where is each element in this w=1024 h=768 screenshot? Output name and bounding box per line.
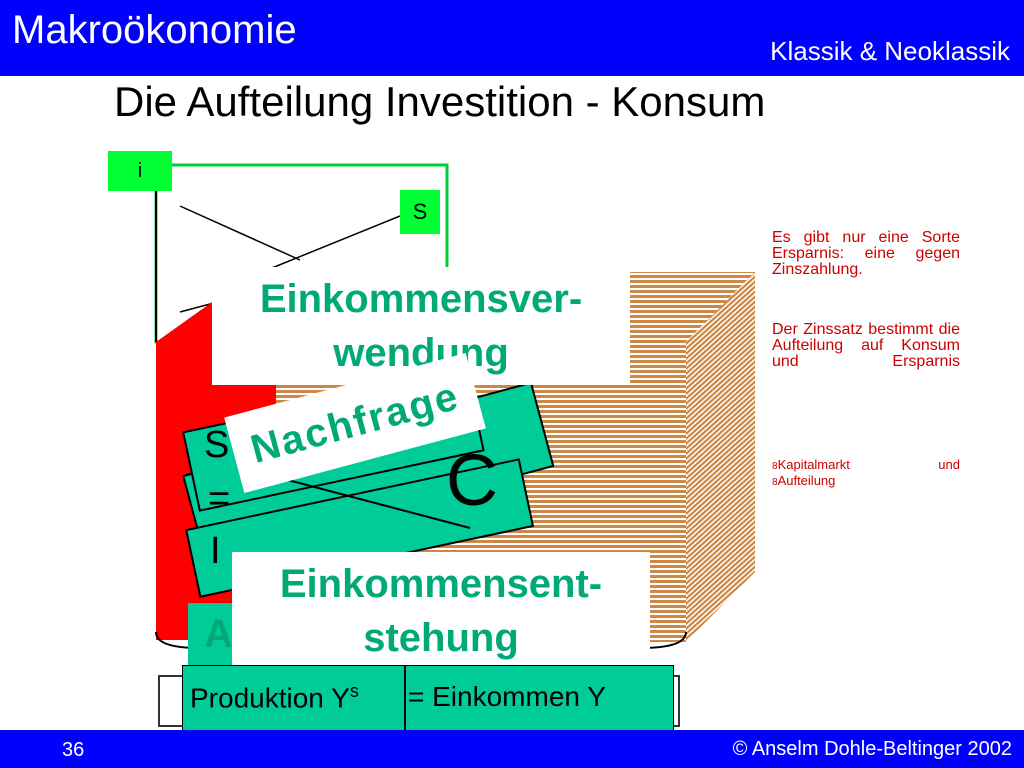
- axis-label-i: i: [108, 151, 172, 191]
- link-icon: 8: [772, 461, 778, 472]
- link-kapitalmarkt-label: Kapitalmarkt und: [777, 457, 960, 472]
- einkommensverwendung-box: Einkommensver- wendung: [212, 267, 630, 385]
- slide-title: Die Aufteilung Investition - Konsum: [114, 78, 766, 125]
- verwendung-line1: Einkommensver-: [259, 277, 583, 321]
- link-list: 8Kapitalmarkt und 8Aufteilung: [772, 458, 960, 490]
- label-equals: =: [208, 478, 231, 520]
- link-icon: 8: [772, 477, 778, 488]
- curve-i: [179, 205, 301, 261]
- einkommen-label: = Einkommen Y: [408, 681, 606, 712]
- page-number: 36: [62, 739, 85, 761]
- label-c: C: [446, 441, 498, 521]
- header-subtitle: Klassik & Neoklassik: [770, 36, 1010, 66]
- entstehung-line1: Einkommensent-: [279, 562, 603, 606]
- produktion-sup: s: [349, 681, 359, 701]
- label-s: S: [204, 424, 230, 466]
- text-paragraph-1: Es gibt nur eine Sorte Ersparnis: eine g…: [772, 229, 960, 278]
- production-separator: [404, 665, 406, 731]
- produktion-text: Produktion Y: [190, 682, 350, 714]
- copyright: © Anselm Dohle-Beltinger 2002: [732, 738, 1012, 760]
- header-title: Makroökonomie: [12, 8, 297, 52]
- entstehung-line2: stehung: [363, 616, 519, 660]
- footer-bar: 36 © Anselm Dohle-Beltinger 2002: [0, 730, 1024, 768]
- link-aufteilung-label: Aufteilung: [777, 473, 836, 488]
- curve-s: [261, 215, 401, 273]
- einkommensentstehung-box: Einkommensent- stehung: [232, 552, 650, 670]
- production-bar: [182, 665, 674, 731]
- produktion-label: Produktion Ys: [190, 681, 359, 714]
- label-a: A: [204, 612, 233, 656]
- link-aufteilung[interactable]: 8Aufteilung: [772, 474, 960, 490]
- curve-label-s: S: [400, 190, 440, 234]
- block-side: [686, 272, 755, 642]
- link-kapitalmarkt[interactable]: 8Kapitalmarkt und: [772, 458, 960, 474]
- label-i: I: [210, 530, 221, 572]
- header-bar: Makroökonomie Klassik & Neoklassik: [0, 0, 1024, 76]
- text-paragraph-2: Der Zinssatz bestimmt die Aufteilung auf…: [772, 321, 960, 370]
